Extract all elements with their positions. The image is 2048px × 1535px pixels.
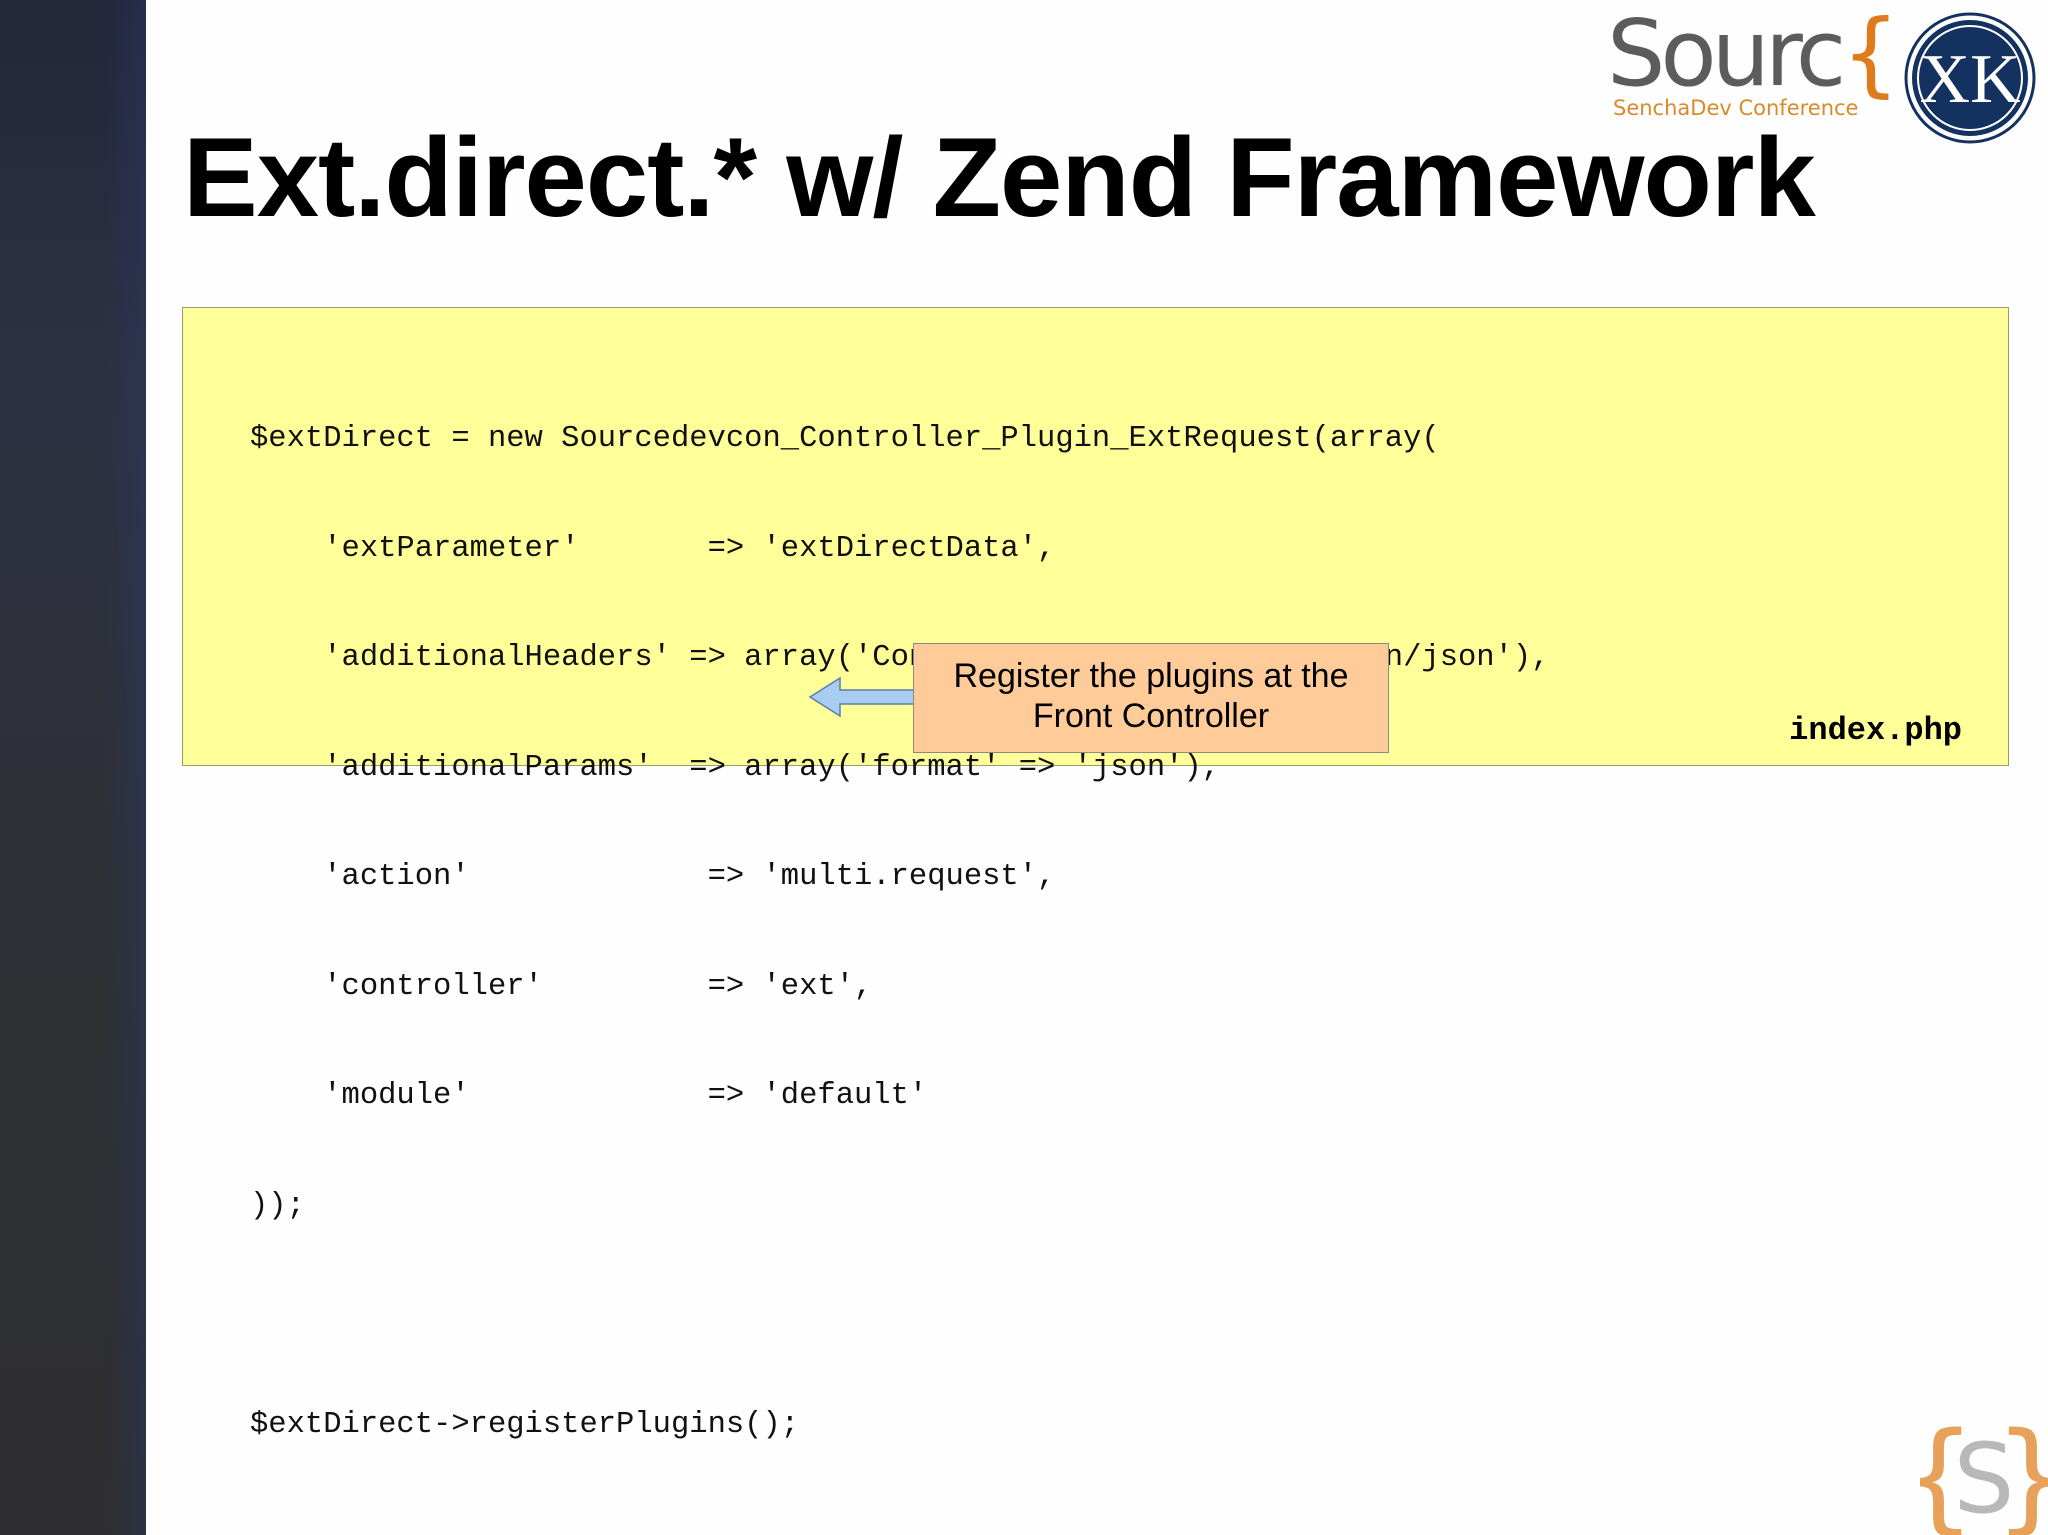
code-line: 'module' => 'default' — [250, 1079, 928, 1113]
callout-line-2: Front Controller — [1032, 697, 1270, 735]
slide-title: Ext.direct.* w/ Zend Framework — [183, 115, 1816, 240]
code-line: $extDirect = new Sourcedevcon_Controller… — [250, 422, 1440, 456]
code-line: 'action' => 'multi.request', — [250, 860, 1056, 894]
seal-logo: XK — [1904, 12, 2036, 144]
sourcedev-logo: Sourc{ SenchaDev Conference — [1607, 8, 1900, 126]
sourcedev-logo-word: Sourc{ — [1607, 0, 1900, 107]
callout-note: Register the plugins at the Front Contro… — [913, 643, 1389, 753]
left-decorative-band — [0, 0, 146, 1535]
code-line: $extDirect->registerPlugins(); — [250, 1407, 800, 1442]
left-arrow-icon — [808, 676, 915, 718]
code-line: 'additionalParams' => array('format' => … — [250, 750, 1221, 785]
code-line — [250, 1297, 1550, 1334]
code-block: $extDirect = new Sourcedevcon_Controller… — [182, 307, 2009, 1442]
svg-text:}: } — [1994, 1408, 2048, 1535]
code-line: )); — [250, 1188, 305, 1223]
code-listing: $extDirect = new Sourcedevcon_Controller… — [250, 348, 1550, 1516]
code-line: 'extParameter' => 'extDirectData', — [250, 531, 1056, 566]
callout-line-1: Register the plugins at the — [953, 657, 1349, 695]
file-name-label: index.php — [1789, 712, 1962, 749]
svg-text:S: S — [1954, 1423, 2015, 1535]
code-line: 'controller' => 'ext', — [250, 969, 873, 1004]
svg-text:{: { — [1920, 1408, 1976, 1535]
seal-logo-letters: XK — [1919, 41, 2020, 118]
sourcedev-logo-tagline: SenchaDev Conference — [1613, 96, 1859, 120]
corner-brace-logo: { S } — [1920, 1408, 2048, 1535]
